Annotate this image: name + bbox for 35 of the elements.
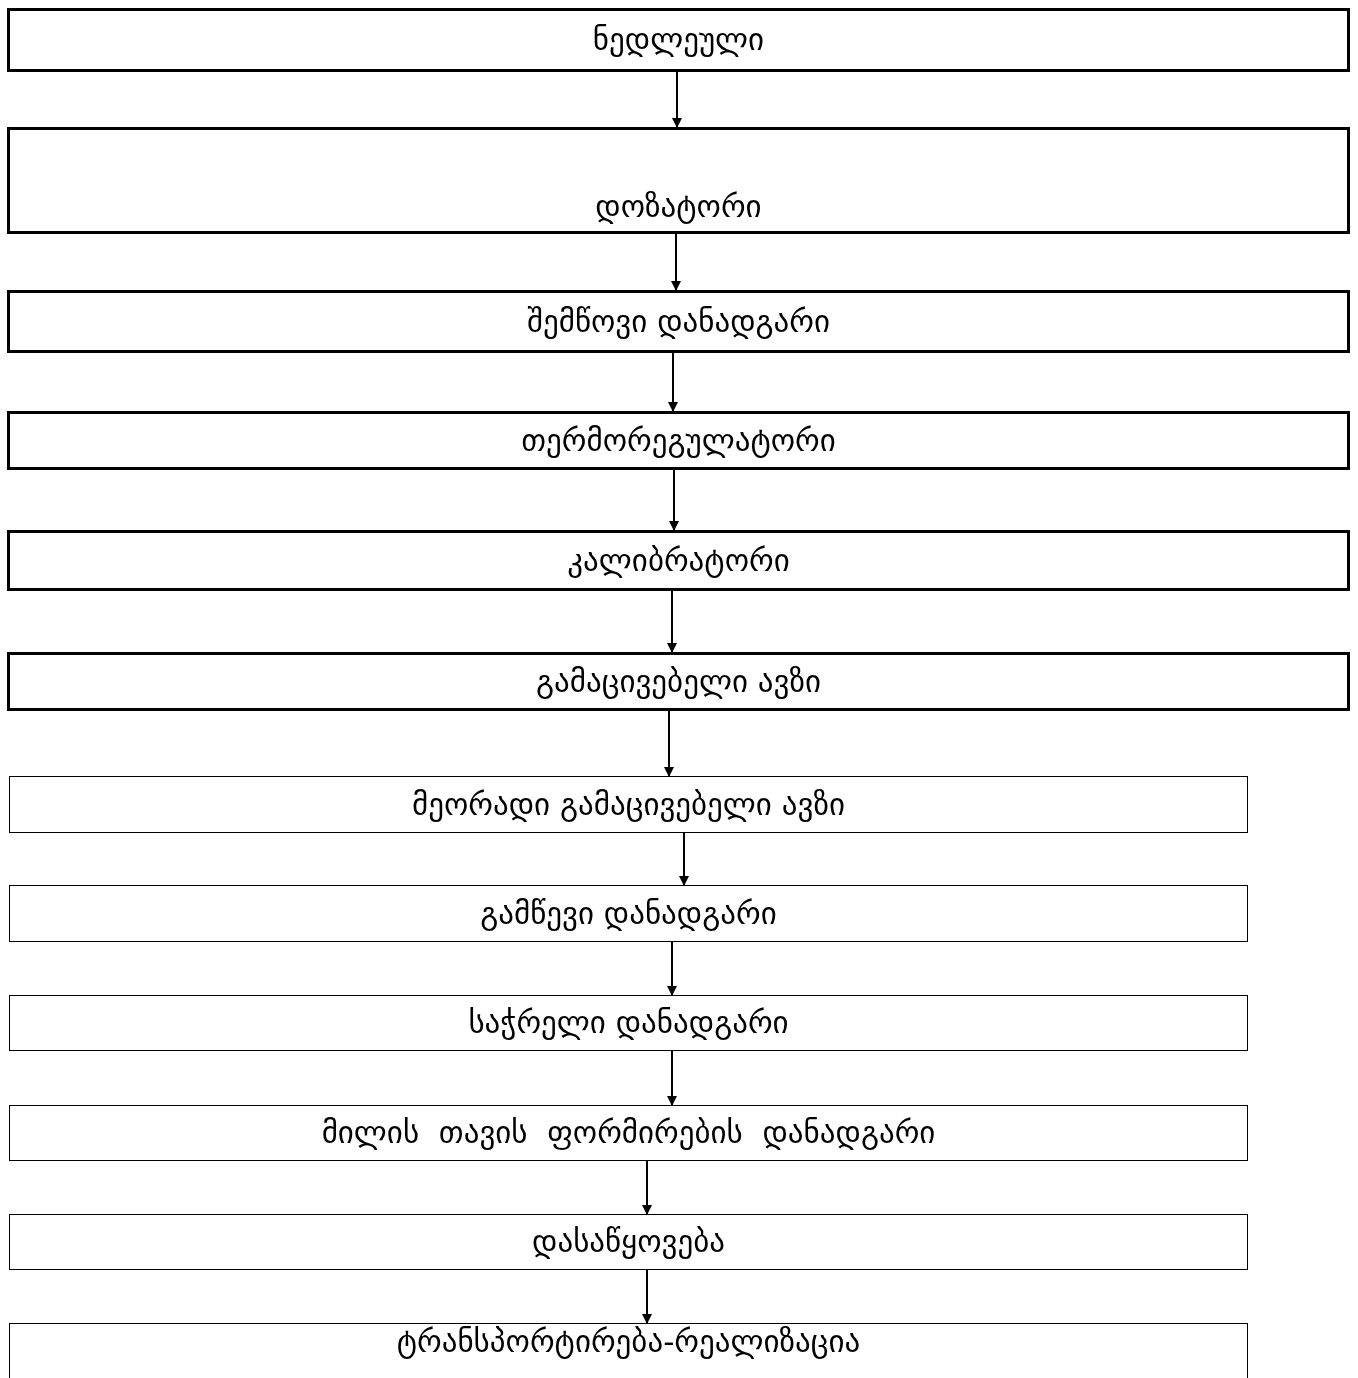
process-box: [7, 411, 1350, 470]
process-label: მილის თავის ფორმირების დანადგარი: [321, 1115, 936, 1151]
arrow: [667, 941, 677, 996]
process-label: შემწოვი დანადგარი: [526, 303, 831, 340]
process-box: [9, 1214, 1248, 1270]
process-box: [9, 776, 1248, 833]
arrow: [679, 832, 689, 886]
process-label: გამაცივებელი ავზი: [536, 663, 821, 700]
process-label: გამწევი დანადგარი: [480, 895, 777, 932]
process-box: [7, 530, 1350, 591]
process-label: დასაწყოვება: [532, 1224, 725, 1260]
arrow: [642, 1269, 652, 1324]
process-box: [9, 995, 1248, 1051]
arrow: [671, 233, 681, 291]
arrow: [667, 1050, 677, 1106]
process-box: [9, 1323, 1248, 1378]
arrow: [642, 1160, 652, 1215]
arrow: [664, 710, 674, 777]
process-box: [7, 290, 1350, 353]
process-box: [9, 885, 1248, 942]
arrow: [668, 352, 678, 412]
process-label: თერმორეგულატორი: [521, 422, 836, 459]
process-label: კალიბრატორი: [567, 542, 790, 579]
process-label: საჭრელი დანადგარი: [468, 1005, 789, 1041]
process-box: [7, 8, 1350, 72]
process-label: დოზატორი: [595, 189, 762, 225]
process-label: მეორადი გამაცივებელი ავზი: [412, 786, 845, 823]
process-label: ნედლეული: [592, 22, 765, 58]
arrow: [672, 71, 682, 128]
process-box: [9, 1105, 1248, 1161]
arrow: [667, 590, 677, 653]
arrow: [669, 469, 679, 531]
process-box: [7, 652, 1350, 711]
process-label: ტრანსპორტირება-რეალიზაცია: [396, 1324, 861, 1360]
process-box: [7, 127, 1350, 234]
